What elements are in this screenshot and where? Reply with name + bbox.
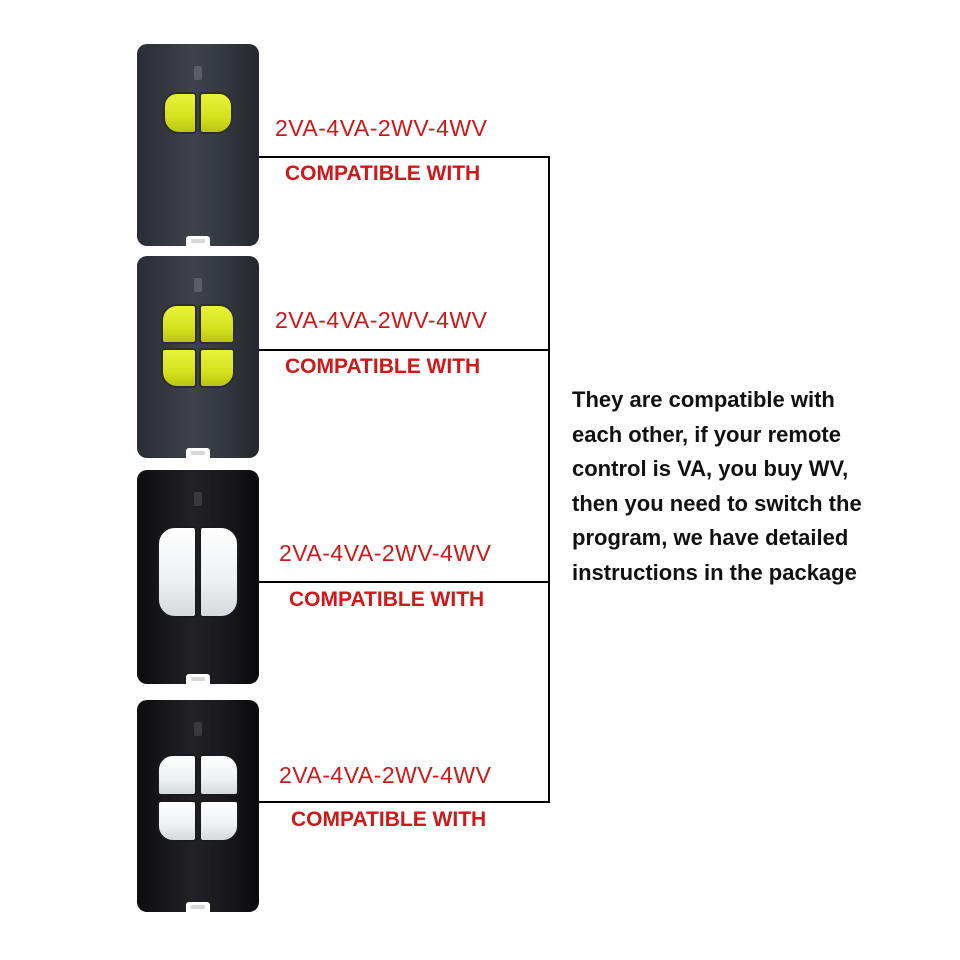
keyring-notch [186, 236, 210, 246]
remote-button-top-right [199, 754, 239, 796]
description-line: program, we have detailed [572, 525, 849, 550]
description-line: each other, if your remote [572, 421, 841, 447]
remote-button-top-left [157, 754, 197, 796]
led-indicator [194, 278, 202, 292]
compatible-label-4: COMPATIBLE WITH [291, 808, 487, 831]
compatible-label-1: COMPATIBLE WITH [285, 162, 481, 185]
model-label-3: 2VA-4VA-2WV-4WV [279, 540, 492, 566]
led-indicator [194, 66, 202, 80]
compatible-label-2: COMPATIBLE WITH [285, 355, 481, 378]
connector-line-3 [259, 581, 550, 583]
remote-2-button-yellow [137, 44, 259, 246]
remote-button-bottom-left [161, 348, 197, 388]
remote-button-right [199, 92, 233, 134]
led-indicator [194, 722, 202, 736]
connector-line-2 [259, 349, 550, 351]
remote-button-right [199, 526, 239, 618]
led-indicator [194, 492, 202, 506]
remote-button-left [157, 526, 197, 618]
description-line: control is VA, you buy WV, [572, 456, 849, 481]
remote-button-left [163, 92, 197, 134]
remote-4-button-yellow [137, 256, 259, 458]
description-line: They are compatible with [572, 387, 835, 412]
model-label-1: 2VA-4VA-2WV-4WV [275, 115, 488, 141]
keyring-notch [186, 902, 210, 912]
compatible-label-3: COMPATIBLE WITH [289, 588, 485, 611]
connector-line-1 [259, 156, 550, 158]
remote-button-top-left [161, 304, 197, 344]
remote-4-button-white [137, 700, 259, 912]
remote-button-top-right [199, 304, 235, 344]
connector-line-4 [259, 801, 550, 803]
compatibility-description: They are compatible with each other, if … [572, 383, 957, 590]
description-line: then you need to switch the [572, 490, 862, 516]
remote-2-button-white [137, 470, 259, 684]
keyring-notch [186, 448, 210, 458]
description-line: instructions in the package [572, 559, 857, 585]
model-label-4: 2VA-4VA-2WV-4WV [279, 762, 492, 788]
connector-bracket [548, 156, 550, 803]
remote-button-bottom-left [157, 800, 197, 842]
remote-button-bottom-right [199, 348, 235, 388]
remote-button-bottom-right [199, 800, 239, 842]
model-label-2: 2VA-4VA-2WV-4WV [275, 307, 488, 333]
keyring-notch [186, 674, 210, 684]
